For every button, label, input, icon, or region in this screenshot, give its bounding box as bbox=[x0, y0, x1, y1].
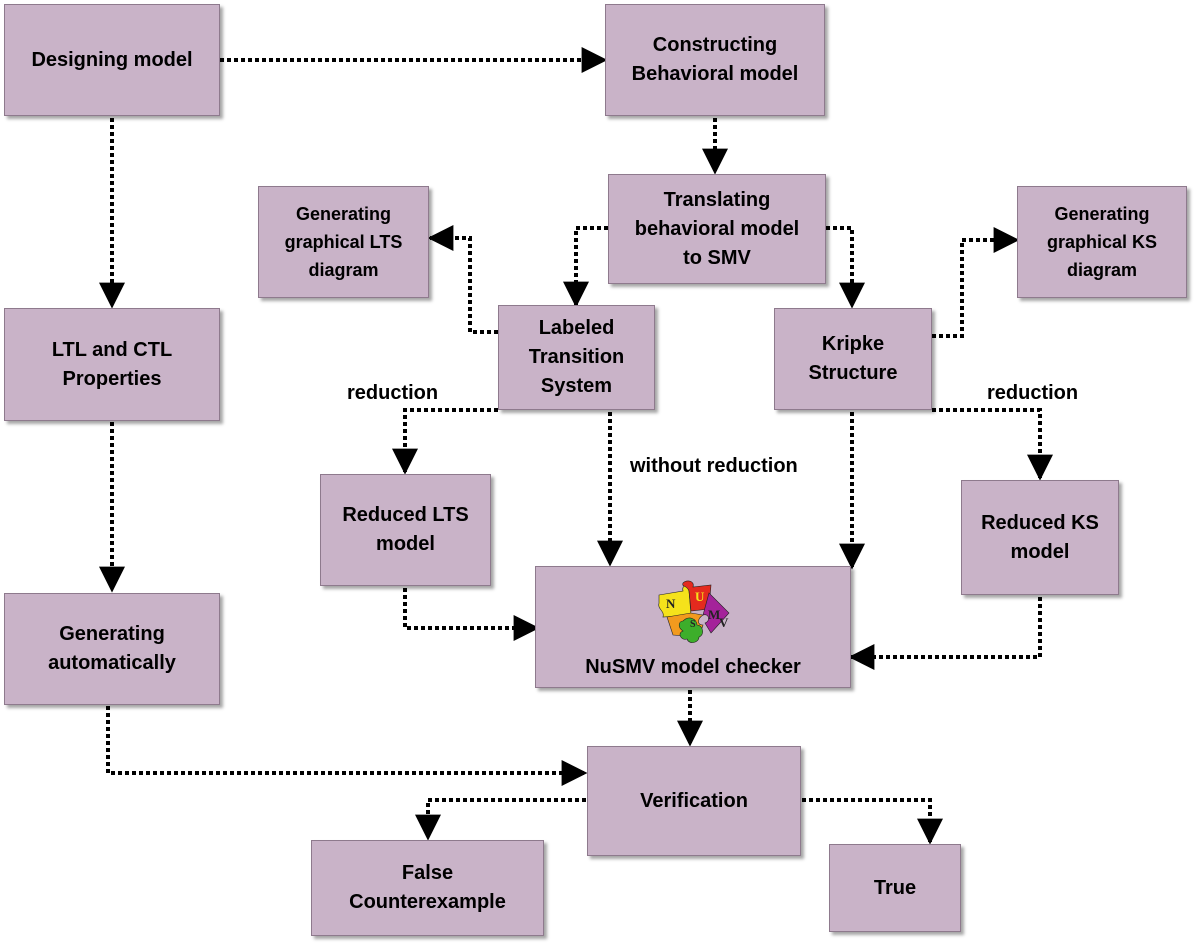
node-label: Generating bbox=[59, 623, 165, 645]
arrow-kripke-to-gen-ks bbox=[932, 227, 1020, 338]
node-label: behavioral model bbox=[634, 217, 800, 240]
logo-letter: V bbox=[719, 615, 729, 630]
arrow-verification-to-false bbox=[415, 798, 586, 841]
node-label: Generating bbox=[1054, 204, 1150, 224]
node-label: Transition bbox=[528, 346, 625, 368]
node-label: model bbox=[376, 533, 435, 555]
reduced-lts-model-box: Reduced LTS model bbox=[320, 474, 491, 586]
logo-letter: U bbox=[695, 589, 705, 604]
node-label: Reduced LTS bbox=[342, 504, 469, 526]
node-label: diagram bbox=[1066, 260, 1138, 280]
node-label: Translating bbox=[663, 188, 771, 211]
verification-box: Verification bbox=[587, 746, 801, 856]
constructing-behavioral-model-box: Constructing Behavioral model bbox=[605, 4, 825, 116]
translating-to-smv-box: Translating behavioral model to SMV bbox=[608, 174, 826, 284]
node-label: False bbox=[401, 862, 454, 884]
node-label: Labeled bbox=[538, 317, 615, 339]
node-label: to SMV bbox=[683, 246, 751, 269]
generating-graphical-lts-diagram-box: Generating graphical LTS diagram bbox=[258, 186, 429, 298]
reduction-left-label: reduction bbox=[347, 382, 439, 404]
arrow-generating-to-verification bbox=[106, 706, 588, 786]
node-label: Designing model bbox=[31, 48, 193, 71]
node-label: diagram bbox=[308, 260, 379, 280]
node-label: Constructing bbox=[652, 34, 778, 56]
designing-model-box: Designing model bbox=[4, 4, 220, 116]
node-label: Properties bbox=[62, 367, 162, 390]
node-label: True bbox=[873, 876, 917, 899]
node-label: Generating bbox=[295, 204, 392, 224]
nusmv-model-checker-box: N U S M V NuSMV model checker bbox=[535, 566, 851, 688]
without-reduction-label: without reduction bbox=[630, 455, 798, 477]
ltl-ctl-properties-box: LTL and CTL Properties bbox=[4, 308, 220, 421]
node-label: Behavioral model bbox=[631, 63, 799, 85]
node-label: LTL and CTL bbox=[51, 338, 173, 361]
generating-automatically-box: Generating automatically bbox=[4, 593, 220, 705]
false-counterexample-box: False Counterexample bbox=[311, 840, 544, 936]
node-label: Kripke bbox=[821, 333, 885, 355]
node-label: model bbox=[1010, 540, 1070, 563]
node-label: System bbox=[540, 375, 613, 397]
node-label: automatically bbox=[48, 652, 176, 674]
node-label: Structure bbox=[808, 362, 898, 384]
node-label: graphical LTS bbox=[284, 232, 403, 252]
reduced-ks-model-box: Reduced KS model bbox=[961, 480, 1119, 595]
node-label: graphical KS bbox=[1046, 232, 1158, 252]
logo-letter: S bbox=[690, 619, 696, 630]
logo-letter: M bbox=[708, 607, 720, 622]
arrow-translate-to-lts bbox=[563, 226, 608, 308]
node-label: Reduced KS bbox=[981, 511, 1099, 534]
arrow-verification-to-true bbox=[802, 798, 943, 845]
kripke-structure-box: Kripke Structure bbox=[774, 308, 932, 410]
node-label: Verification bbox=[640, 789, 748, 812]
generating-graphical-ks-diagram-box: Generating graphical KS diagram bbox=[1017, 186, 1187, 298]
arrow-translate-to-kripke bbox=[826, 226, 865, 309]
nusmv-puzzle-logo-icon: N U S M V bbox=[658, 580, 730, 643]
labeled-transition-system-box: Labeled Transition System bbox=[498, 305, 655, 410]
arrow-reduced-lts-to-nusmv bbox=[403, 588, 540, 641]
reduction-right-label: reduction bbox=[987, 382, 1079, 404]
logo-letter: N bbox=[666, 596, 676, 611]
node-label: NuSMV model checker bbox=[585, 656, 801, 678]
arrow-lts-to-gen-lts bbox=[427, 225, 498, 334]
true-box: True bbox=[829, 844, 961, 932]
node-label: Counterexample bbox=[349, 891, 506, 913]
arrow-lts-to-reduced-lts bbox=[392, 408, 498, 475]
arrow-reduced-ks-to-nusmv bbox=[848, 597, 1042, 670]
arrow-kripke-to-reduced-ks bbox=[932, 408, 1053, 481]
